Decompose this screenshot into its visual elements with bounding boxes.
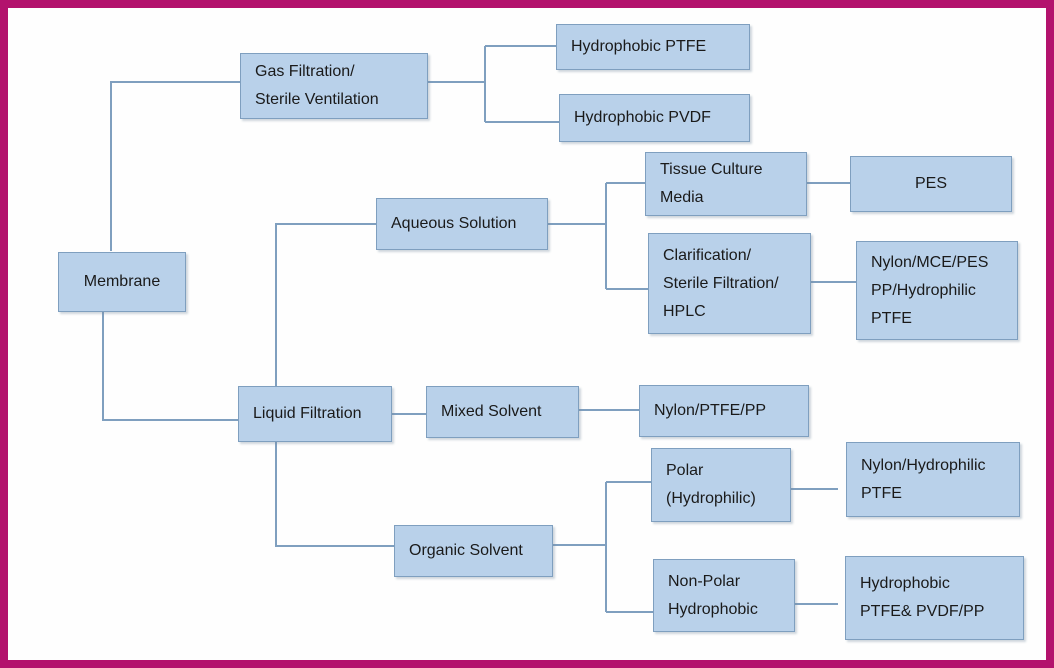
node-label-line: PTFE& PVDF/PP bbox=[860, 603, 985, 620]
node-label-line: HPLC bbox=[663, 302, 706, 320]
connector-liquid-aqueous bbox=[275, 223, 376, 390]
node-label-line: PTFE bbox=[861, 484, 902, 502]
node-label-line: Mixed Solvent bbox=[441, 403, 542, 420]
node-label-line: Liquid Filtration bbox=[253, 405, 362, 422]
node-label-line: Clarification/ bbox=[663, 246, 752, 264]
node-liquid-filtration: Liquid Filtration bbox=[238, 386, 392, 442]
node-pes: PES bbox=[850, 156, 1012, 212]
node-label-line: Nylon/PTFE/PP bbox=[654, 402, 767, 419]
node-label-line: Hydrophobic PVDF bbox=[574, 109, 711, 126]
node-label-line: Media bbox=[660, 189, 704, 206]
connector-liquid-organic bbox=[275, 442, 394, 547]
node-label-line: Nylon/Hydrophilic bbox=[861, 456, 986, 474]
connector-membrane-liquid bbox=[102, 312, 238, 421]
node-label-line: PP/Hydrophilic bbox=[871, 281, 976, 299]
node-label-line: Tissue Culture bbox=[660, 161, 763, 178]
node-label-line: Sterile Ventilation bbox=[255, 91, 379, 108]
node-nylon-ptfe-pp: Nylon/PTFE/PP bbox=[639, 385, 809, 437]
node-label-line: Membrane bbox=[83, 273, 161, 290]
connector-lines bbox=[102, 45, 856, 613]
node-label-line: (Hydrophilic) bbox=[666, 490, 756, 507]
node-label-line: PTFE bbox=[871, 309, 912, 327]
node-label-line: Sterile Filtration/ bbox=[663, 274, 779, 292]
node-clarification: Clarification/Sterile Filtration/HPLC bbox=[648, 233, 811, 334]
node-membrane: Membrane bbox=[58, 252, 186, 312]
node-label-line: Polar bbox=[666, 462, 704, 479]
node-aqueous-solution: Aqueous Solution bbox=[376, 198, 548, 250]
connector-membrane-gas bbox=[110, 81, 240, 251]
node-hydrophobic-pvdf: Hydrophobic PVDF bbox=[559, 94, 750, 142]
node-gas-filtration: Gas Filtration/Sterile Ventilation bbox=[240, 53, 428, 119]
diagram-canvas: Membrane Gas Filtration/Sterile Ventilat… bbox=[8, 8, 1046, 660]
node-label-line: Hydrophobic bbox=[668, 600, 758, 618]
node-hydrophobic-ptfe: Hydrophobic PTFE bbox=[556, 24, 750, 70]
node-label-line: Organic Solvent bbox=[409, 542, 523, 559]
node-label-line: Non-Polar bbox=[668, 572, 741, 590]
node-polar-hydrophilic: Polar (Hydrophilic) bbox=[651, 448, 791, 522]
node-label-line: Gas Filtration/ bbox=[255, 63, 355, 80]
node-label-line: PES bbox=[914, 175, 947, 192]
node-label-line: Nylon/MCE/PES bbox=[871, 253, 989, 271]
node-label-line: Aqueous Solution bbox=[391, 215, 517, 232]
node-organic-solvent: Organic Solvent bbox=[394, 525, 553, 577]
node-label-line: Hydrophobic PTFE bbox=[571, 38, 707, 55]
node-label-line: Hydrophobic bbox=[860, 575, 950, 592]
node-mixed-solvent: Mixed Solvent bbox=[426, 386, 579, 438]
